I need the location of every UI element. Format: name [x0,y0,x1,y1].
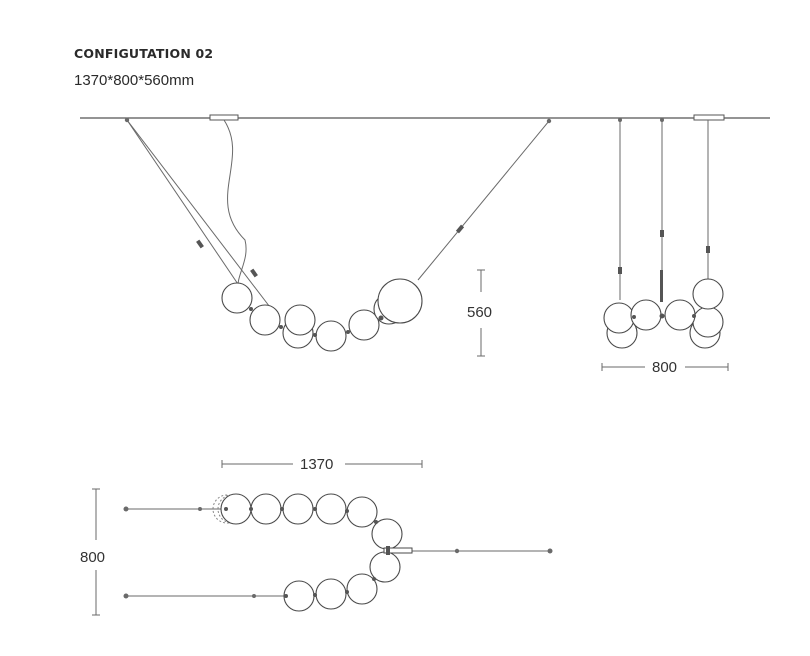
suspension-anchor [123,593,129,599]
suspension-cable [126,119,277,316]
globe-joint [346,330,350,334]
cable-clip [454,548,460,554]
globe-joint [313,333,317,337]
glass-globe [282,493,314,525]
globe-joint [692,314,696,318]
cable-clip [618,267,622,274]
drawing-dimensions-subtitle: 1370*800*560mm [74,72,195,89]
side-width-dimension: 800 [601,359,729,376]
plan-length-dimension-label: 1370 [300,456,333,473]
cable-clip [706,246,710,253]
suspension-anchor [547,548,553,554]
front-elevation-view [80,114,770,352]
suspension-cable [126,119,245,294]
globe-joint [313,593,317,597]
glass-globe [315,493,347,525]
globe-joint [284,594,288,598]
ceiling-canopy [693,114,725,121]
globe-joint [280,507,284,511]
globe-joint [345,509,349,513]
side-width-dimension-label: 800 [652,359,677,376]
plan-depth-dimension: 800 [80,488,105,616]
cable-clip [455,224,465,234]
plan-view [123,493,553,612]
globe-joint [372,577,376,581]
globe-joint [249,507,253,511]
side-elevation-view [603,120,724,349]
glass-globe [630,299,662,331]
center-rod [660,270,663,302]
cable-clip [252,594,256,598]
cable-clip [660,230,664,237]
globe-joint [313,507,317,511]
cable-clip [250,268,258,278]
cable-clip [196,239,204,249]
glass-globe [315,320,347,352]
drawing-title: CONFIGUTATION 02 [74,46,214,61]
plan-depth-dimension-label: 800 [80,549,105,566]
cable-clip [198,507,202,511]
center-hub-rod [383,547,413,554]
glass-globe-ring [377,278,423,324]
glass-globe [692,278,724,310]
glass-globe [348,309,380,341]
glass-globe [315,578,347,610]
glass-globe [250,493,282,525]
globe-joint [374,520,378,524]
globe-joint [659,313,665,319]
globe-joint [345,590,349,594]
glass-globe [221,282,253,314]
globe-joint [279,325,283,329]
glass-globe [249,304,281,336]
glass-globe [692,306,724,338]
globe-joint [249,307,253,311]
globe-joint [378,315,384,321]
globe-joint [632,315,636,319]
glass-globe [346,573,378,605]
height-dimension-label: 560 [467,304,492,321]
glass-globe [346,496,378,528]
power-cord [223,119,247,291]
glass-globe [603,302,635,334]
center-hub-cap [386,546,390,555]
ceiling-canopy [209,114,239,121]
glass-globe [664,299,696,331]
plan-length-dimension: 1370 [221,456,423,473]
glass-globe [284,304,316,336]
glass-globe [283,580,315,612]
suspension-anchor [123,506,129,512]
globe-joint [224,507,228,511]
height-dimension: 560 [467,269,492,357]
suspension-cable [417,120,550,281]
